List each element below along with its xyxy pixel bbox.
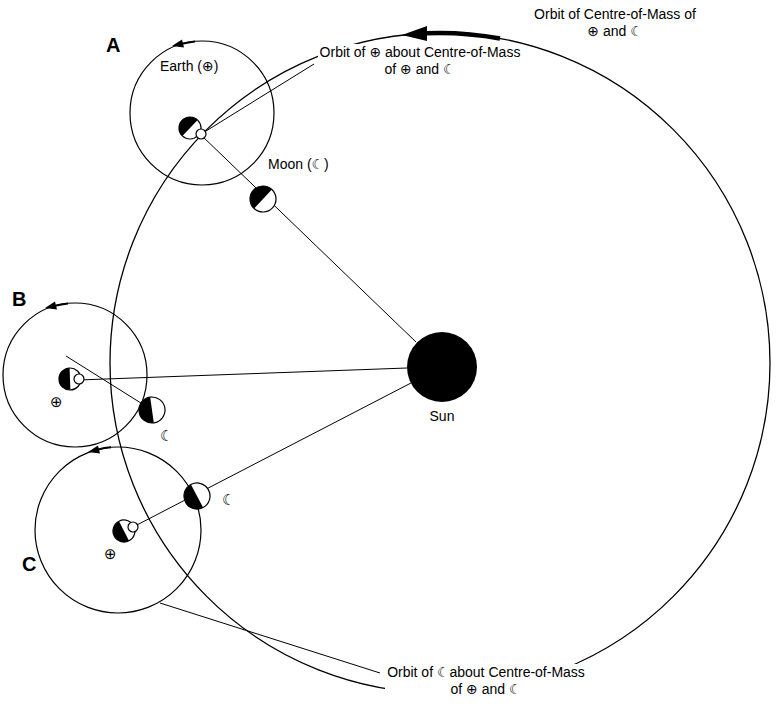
earth-symbol [174, 112, 205, 143]
earth-mark: ⊕ [50, 394, 63, 411]
leader-line [206, 64, 314, 131]
direction-arrow [425, 33, 500, 39]
centre-of-mass [128, 522, 138, 532]
sun-line [78, 368, 407, 380]
leader-line [160, 603, 380, 673]
direction-arrow [182, 41, 195, 43]
small-orbit [3, 303, 147, 447]
position-letter: C [22, 553, 36, 575]
body-label: Earth (⊕) [160, 58, 218, 75]
centre-of-mass [196, 129, 206, 139]
direction-arrow [55, 303, 68, 305]
position-letter: A [106, 34, 120, 56]
orbit-caption: Orbit of ☾about Centre-of-Mass of ⊕ and … [385, 664, 587, 698]
moon-mark: ☾ [222, 492, 235, 509]
direction-arrow [98, 447, 111, 449]
earth-mark: ⊕ [104, 546, 117, 563]
orbit-caption: Orbit of ⊕ about Centre-of-Mass of ⊕ and… [318, 44, 522, 78]
arrow-head [402, 26, 427, 41]
position-letter: B [12, 288, 26, 310]
sun-line [200, 134, 416, 342]
sun-label: Sun [422, 408, 462, 425]
moon-symbol [137, 395, 166, 424]
earth-symbol [109, 516, 139, 546]
arrow-head [88, 446, 100, 454]
moon-mark: ☾ [160, 428, 173, 445]
centre-of-mass [74, 374, 84, 384]
earth-moon-line [66, 356, 152, 410]
moon-symbol [245, 181, 282, 218]
orbit-circle [110, 33, 770, 693]
sun-disc [407, 332, 477, 402]
moon-symbol [179, 478, 214, 513]
body-label: Moon (☾) [268, 156, 329, 173]
sun-line [133, 383, 411, 527]
orbit-caption: Orbit of Centre-of-Mass of ⊕ and ☾ [527, 6, 703, 40]
small-orbit [130, 41, 274, 185]
arrow-head [172, 40, 184, 48]
arrow-head [45, 302, 57, 310]
small-orbit [35, 447, 201, 613]
